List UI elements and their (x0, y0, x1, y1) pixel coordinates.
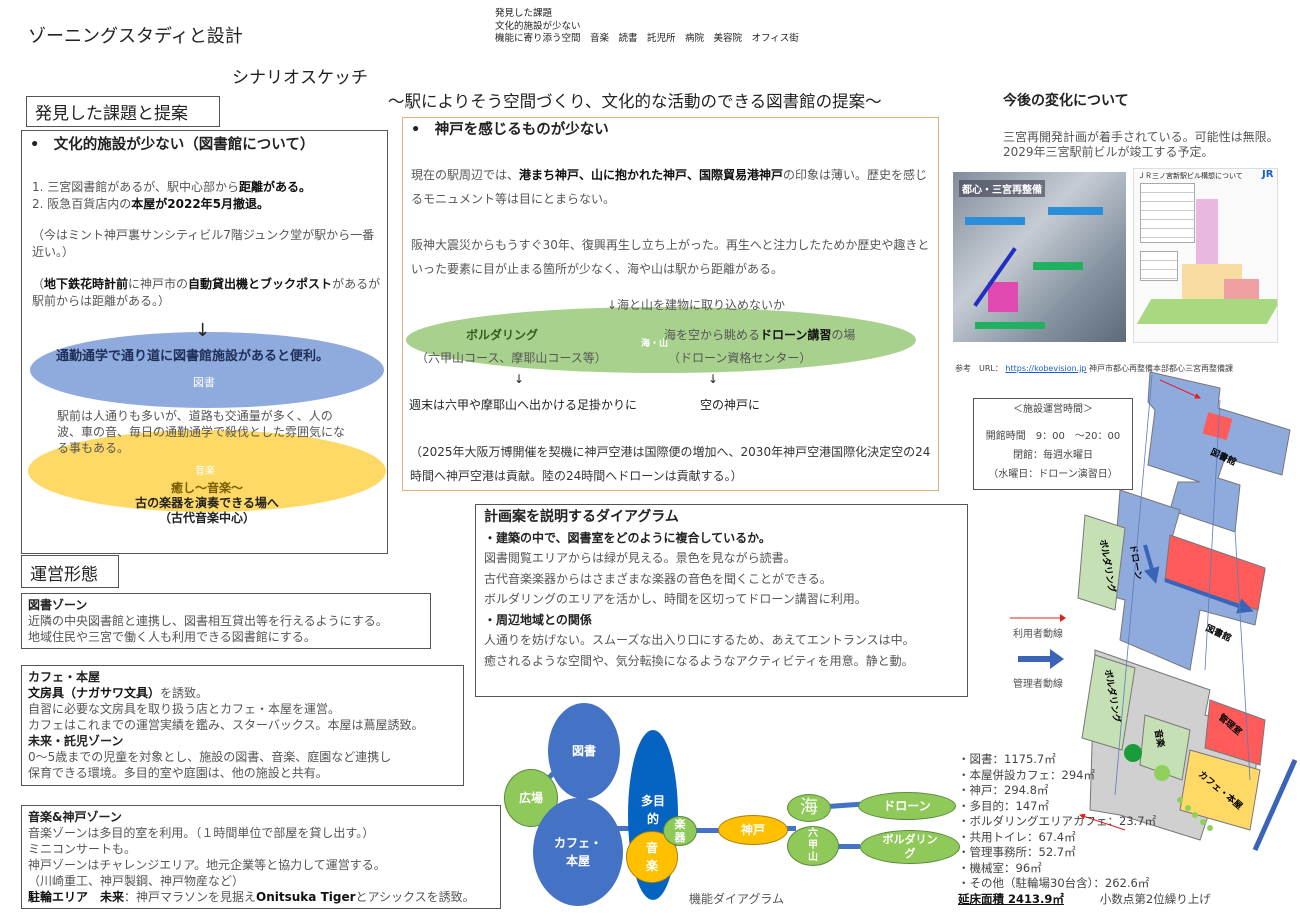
item-bold: 距離がある。 (239, 180, 312, 194)
rounding-note: 小数点第2位繰り上げ (1099, 891, 1211, 906)
plan-label: 音楽 (1152, 728, 1167, 749)
floor-plans: 図書館 ボルダリング ドローン 図書館 ボルダリング 音楽 管理室 カフェ・本屋 (1077, 371, 1298, 852)
area-item: ・機械室：96㎡ (958, 860, 1042, 875)
plan-label: 図書館 (1204, 622, 1234, 644)
floor-plan-2f: ボルダリング ドローン 図書館 (1077, 489, 1266, 671)
diagram-explanation-box: 計画案を説明するダイアグラム ・建築の中で、図書室をどのように複合しているか。 … (475, 504, 968, 697)
sea-mountain-ellipse (406, 307, 916, 373)
left-result: 週末は六甲や摩耶山へ出かける足掛かりに (409, 398, 638, 412)
mid-text: 駅前は人通りも多いが、道路も交通量が多く、人の波、車の音、毎日の通勤通学で殺伐と… (57, 409, 346, 455)
legend-admin: 管理者動線 (1013, 679, 1063, 690)
floor-plan-1f: ボルダリング 音楽 管理室 カフェ・本屋 (1079, 649, 1298, 852)
section-label-operation: 運営形態 (21, 555, 119, 588)
area-item: ・その他（駐輪場30台含）：262.6㎡ (958, 876, 1150, 890)
yellow-text: 癒し～音楽～ (170, 481, 243, 495)
total-area: 延床面積 2413.9㎡ (958, 891, 1064, 906)
jr-logo: JR (1262, 169, 1274, 180)
kobe-p2: 阪神大震災からもうすぐ30年、復興再生し立ち上がった。再生へと注力したためか歴史… (411, 238, 930, 276)
admin-flow-arrow-icon (1018, 656, 1050, 662)
subtitle: ～駅によりそう空間づくり、文化的な活動のできる図書館の提案～ (388, 92, 882, 111)
bubble-library: 図書 (548, 703, 620, 799)
area-item: ・共用トイレ：67.4㎡ (958, 829, 1076, 844)
area-item: ・図書：1175.7㎡ (958, 752, 1056, 766)
cafe-zone-box: カフェ・本屋 文房具（ナガサワ文具）を誘致。 自習に必要な文房具を取り扱う店とカ… (21, 665, 464, 786)
section-label-issues: 発見した課題と提案 (26, 96, 220, 127)
item-text: 2. 阪急百貨店内の (32, 197, 132, 211)
bubble-rokko: 六甲山 (787, 826, 839, 866)
down-arrow-icon: ↓ (195, 320, 211, 341)
item-bold: 本屋が2022年5月撤退。 (131, 197, 270, 211)
note-line: 文化的施設が少ない (495, 20, 581, 32)
hours-box: ＜施設運営時間＞ 開館時間 9：00 ～20：00 閉館：毎週水曜日 （水曜日：… (973, 398, 1133, 490)
bubble-instrument: 楽器 (663, 816, 697, 846)
library-ellipse (30, 332, 384, 408)
jr-building-image: ＪＲ三ノ宮新駅ビル構想について JR (1133, 168, 1278, 343)
area-item: ・多目的：147㎡ (958, 798, 1049, 813)
area-item: ・本屋併設カフェ：294㎡ (958, 767, 1095, 782)
note1: （今はミント神戸裏サンシティビル7階ジュンク堂が駅から一番近い。） (32, 228, 375, 259)
note2: （地下鉄花時計前に神戸市の自動貸出機とブックポストがあるが駅前からは距離がある。… (32, 277, 381, 308)
down-arrow-icon: ↓ (708, 372, 719, 386)
redevelopment-map-image: 都心・三宮再整備 (953, 172, 1126, 342)
kobe-panel: • 神戸を感じるものが少ない 現在の駅周辺では、港まち神戸、山に抱かれた神戸、国… (402, 117, 939, 491)
page-title: ゾーニングスタディと設計 (28, 26, 243, 47)
future-line: 三宮再開発計画が着手されている。可能性は無限。 (1003, 130, 1279, 144)
library-zone-box: 図書ゾーン 近隣の中央図書館と連携し、図書相互貸出等を行えるようにする。 地域住… (21, 593, 431, 649)
note-line: 機能に寄り添う空間 音楽 読書 託児所 病院 美容院 オフィス街 (495, 33, 799, 44)
yellow-text: （古代音楽中心） (158, 511, 255, 525)
bouldering-sub: （六甲山コース、摩耶山コース等） (416, 351, 607, 365)
yellow-text: 古の楽器を演奏できる場へ (135, 496, 279, 510)
blue-text: 通勤通学で通り道に図書館施設があると便利。 (56, 349, 330, 364)
header-notes: 発見した課題 文化的施設が少ない 機能に寄り添う空間 音楽 読書 託児所 病院 … (495, 8, 799, 46)
right-result: 空の神戸に (700, 398, 761, 412)
scenario-title: シナリオスケッチ (232, 68, 368, 88)
bubble-drone: ドローン (858, 792, 956, 820)
music-ellipse (28, 430, 386, 512)
legend-user: 利用者動線 (1013, 629, 1063, 640)
area-list: ・図書：1175.7㎡ ・本屋併設カフェ：294㎡ ・神戸：294.8㎡ ・多目… (958, 752, 1211, 907)
future-heading: 今後の変化について (1003, 93, 1129, 109)
kobe-p3: （2025年大阪万博開催を契機に神戸空港は国際便の増加へ、2030年神戸空港国際… (410, 445, 931, 483)
bubble-sea: 海 (787, 794, 831, 822)
bubble-kobe: 神戸 (718, 815, 788, 845)
item-text: 1. 三宮図書館があるが、駅中心部から (32, 180, 240, 194)
area-item: ・管理事務所：52.7㎡ (958, 845, 1076, 859)
bubble-bouldering: ボルダリング (860, 830, 960, 864)
ellipse-label: 海・山 (641, 339, 669, 349)
note-line: 発見した課題 (495, 8, 553, 19)
down-arrow-icon: ↓ (514, 372, 525, 386)
kobe-heading: • 神戸を感じるものが少ない (411, 122, 609, 138)
music-kobe-zone-box: 音楽&神戸ゾーン 音楽ゾーンは多目的室を利用。（１時間単位で部屋を貸し出す。） … (21, 805, 501, 909)
issues-heading: • 文化的施設が少ない（図書館について） (30, 137, 315, 153)
legend-arrows (1010, 614, 1066, 669)
area-item: ・ボルダリングエリアカフェ：23.7㎡ (958, 814, 1157, 828)
drone-sub: （ドローン資格センター） (668, 351, 812, 365)
bubble-cafe: カフェ・本屋 (533, 798, 623, 906)
area-item: ・神戸：294.8㎡ (958, 783, 1049, 797)
blue-label: 図書 (193, 376, 215, 389)
bouldering-title: ボルダリング (466, 328, 539, 342)
floor-plan-3f: 図書館 (1147, 371, 1291, 533)
arrow-text: ↓海と山を建物に取り込めないか (607, 298, 786, 312)
future-line: 2029年三宮駅前ビルが竣工する予定。 (1003, 145, 1214, 159)
yellow-label: 音楽 (195, 466, 215, 477)
function-diagram-caption: 機能ダイアグラム (689, 892, 785, 906)
reference-link[interactable]: https://kobevision.jp (1005, 364, 1087, 373)
